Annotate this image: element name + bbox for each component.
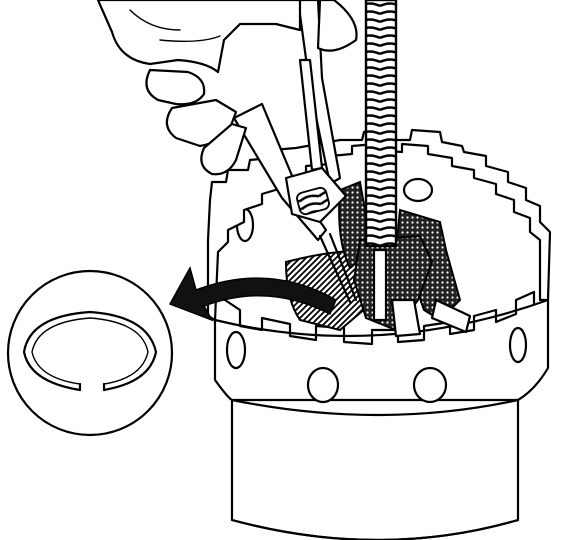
rod-lower-shaft bbox=[372, 248, 388, 322]
snap-ring-inner bbox=[31, 317, 149, 385]
pliers-tips bbox=[318, 232, 358, 304]
snap-ring-pliers bbox=[232, 0, 358, 304]
clutch-drum bbox=[206, 128, 552, 540]
drum-hole-6 bbox=[402, 177, 434, 203]
compressor-foot-right bbox=[430, 298, 472, 334]
compressor-foot-center bbox=[390, 298, 422, 338]
pliers-adjust-screw bbox=[296, 186, 330, 216]
snap-ring-gap-ends bbox=[78, 382, 106, 392]
hand-knuckles bbox=[96, 0, 302, 74]
finger-upper bbox=[145, 68, 206, 106]
hand bbox=[96, 0, 358, 176]
snap-ring-callout bbox=[6, 269, 174, 437]
drum-hole-3 bbox=[412, 366, 448, 404]
sleeve-cuff bbox=[316, 0, 358, 52]
drum-bottom-edge bbox=[230, 518, 520, 540]
hand-creases bbox=[129, 9, 221, 43]
drum-hole-1 bbox=[225, 330, 247, 370]
spring-compressor bbox=[284, 180, 472, 338]
removal-arrow bbox=[168, 266, 337, 322]
threaded-rod bbox=[364, 0, 398, 322]
arrow-body bbox=[168, 266, 337, 322]
callout-circle bbox=[6, 269, 174, 437]
drum-hole-2 bbox=[306, 366, 340, 404]
snap-ring-outer bbox=[22, 310, 158, 392]
drum-step-edge bbox=[230, 398, 520, 417]
drum-lower-body bbox=[230, 398, 520, 540]
drum-hole-4 bbox=[508, 326, 528, 364]
rod-threads bbox=[364, 0, 398, 248]
finger-lower bbox=[200, 122, 248, 176]
